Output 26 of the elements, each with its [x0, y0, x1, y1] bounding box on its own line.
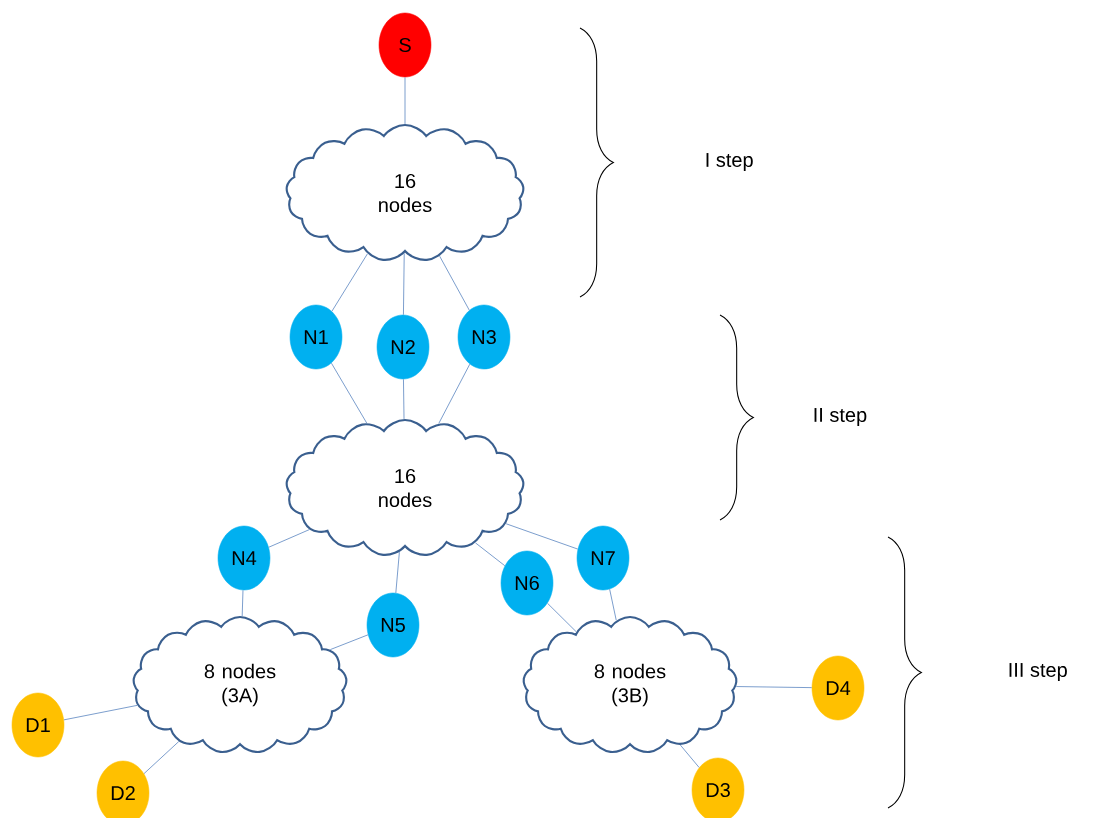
- cloud: 16 nodes: [285, 123, 525, 261]
- cloud: 8 nodes (3B): [522, 615, 738, 753]
- connector-line: [329, 634, 369, 650]
- connector-line: [241, 589, 244, 617]
- connector-line: [505, 523, 579, 550]
- step-label: I step: [706, 153, 753, 171]
- connector-line: [63, 704, 138, 721]
- connector-line: [735, 686, 813, 689]
- connector-line: [331, 362, 368, 424]
- cloud: 16 nodes: [285, 418, 525, 556]
- step-label: III step: [1009, 663, 1067, 681]
- connector-line: [609, 588, 617, 621]
- cloud: 8 nodes (3A): [132, 615, 348, 753]
- connector-line: [547, 602, 577, 633]
- connector-line: [439, 255, 470, 311]
- connector-line: [404, 76, 406, 125]
- connector-line: [331, 253, 368, 312]
- connector-line: [403, 378, 405, 420]
- connector-line: [395, 551, 400, 594]
- connector-line: [143, 741, 180, 775]
- connector-line: [403, 253, 405, 316]
- connector-line: [268, 529, 310, 548]
- step-label: II step: [814, 408, 867, 426]
- connector-line: [679, 744, 700, 768]
- connector-line: [475, 542, 506, 567]
- connector-line: [438, 363, 471, 424]
